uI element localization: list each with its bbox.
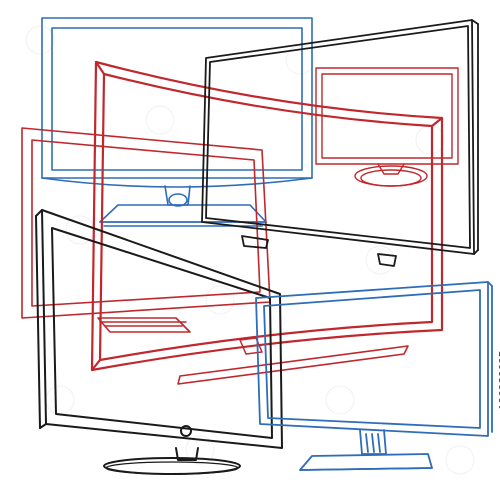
black-angled-monitor-top-icon xyxy=(201,19,479,267)
red-curved-monitor-icon xyxy=(90,60,444,385)
small-red-monitor-icon xyxy=(315,67,459,187)
black-flat-tv-icon xyxy=(35,209,283,475)
blue-monitor-bottom-icon xyxy=(255,281,493,471)
